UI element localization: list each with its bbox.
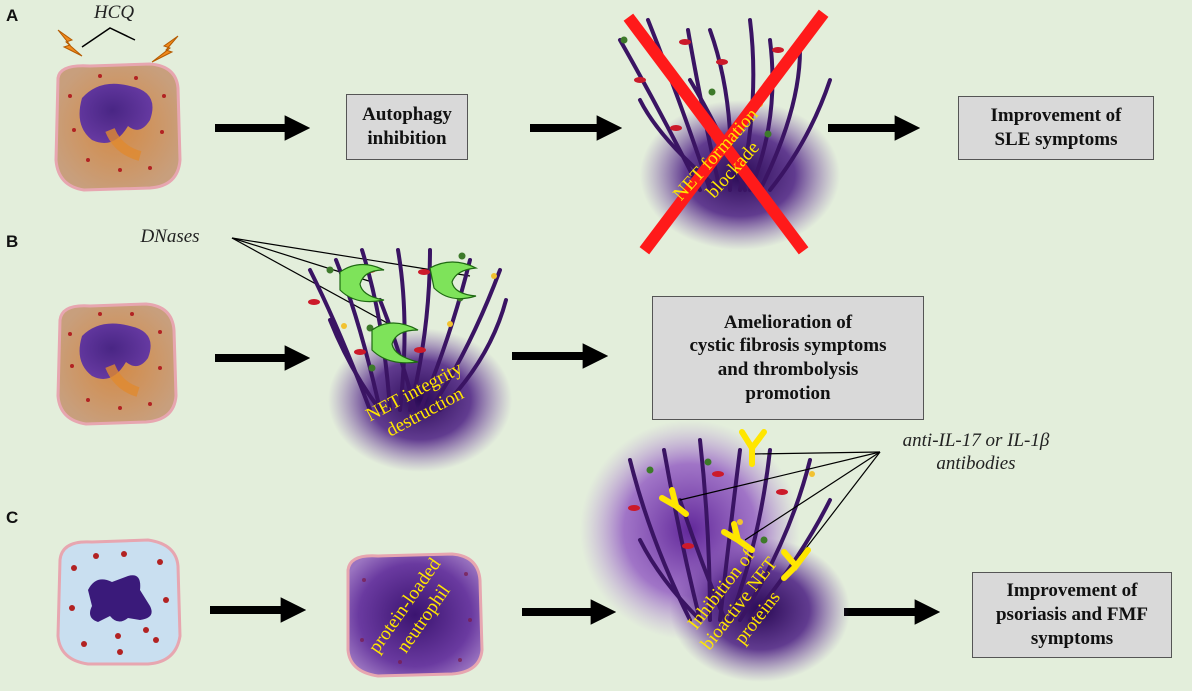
neutrophil-cell-c [56,538,182,666]
panel-letter-b: B [6,232,19,251]
neutrophil-cell-b [56,302,178,426]
sle-outcome-box: Improvement of SLE symptoms [958,96,1154,160]
protein-loaded-neutrophil [346,552,484,678]
cystic-fibrosis-outcome-box: Amelioration of cystic fibrosis symptoms… [652,296,924,420]
antibodies-label: anti-IL-17 or IL-1β antibodies [902,430,1050,474]
dnase-enzyme-icons [339,261,479,364]
hcq-label: HCQ [93,2,135,23]
antibody-pointer-lines [679,451,881,557]
panel-letter-a: A [6,6,19,25]
dnases-label: DNases [140,226,200,247]
autophagy-inhibition-box: Autophagy inhibition [346,94,468,160]
neutrophil-cell-a [54,62,182,192]
lightning-right-icon [151,35,179,63]
lightning-left-icon [57,29,83,57]
red-cross-icon [623,9,829,255]
panel-letter-c: C [6,508,19,527]
net-structure-b [308,248,512,472]
psoriasis-fmf-outcome-box: Improvement of psoriasis and FMF symptom… [972,572,1172,658]
hcq-bracket [81,27,136,48]
antibody-icons [659,429,811,581]
net-structure-c [580,420,850,682]
